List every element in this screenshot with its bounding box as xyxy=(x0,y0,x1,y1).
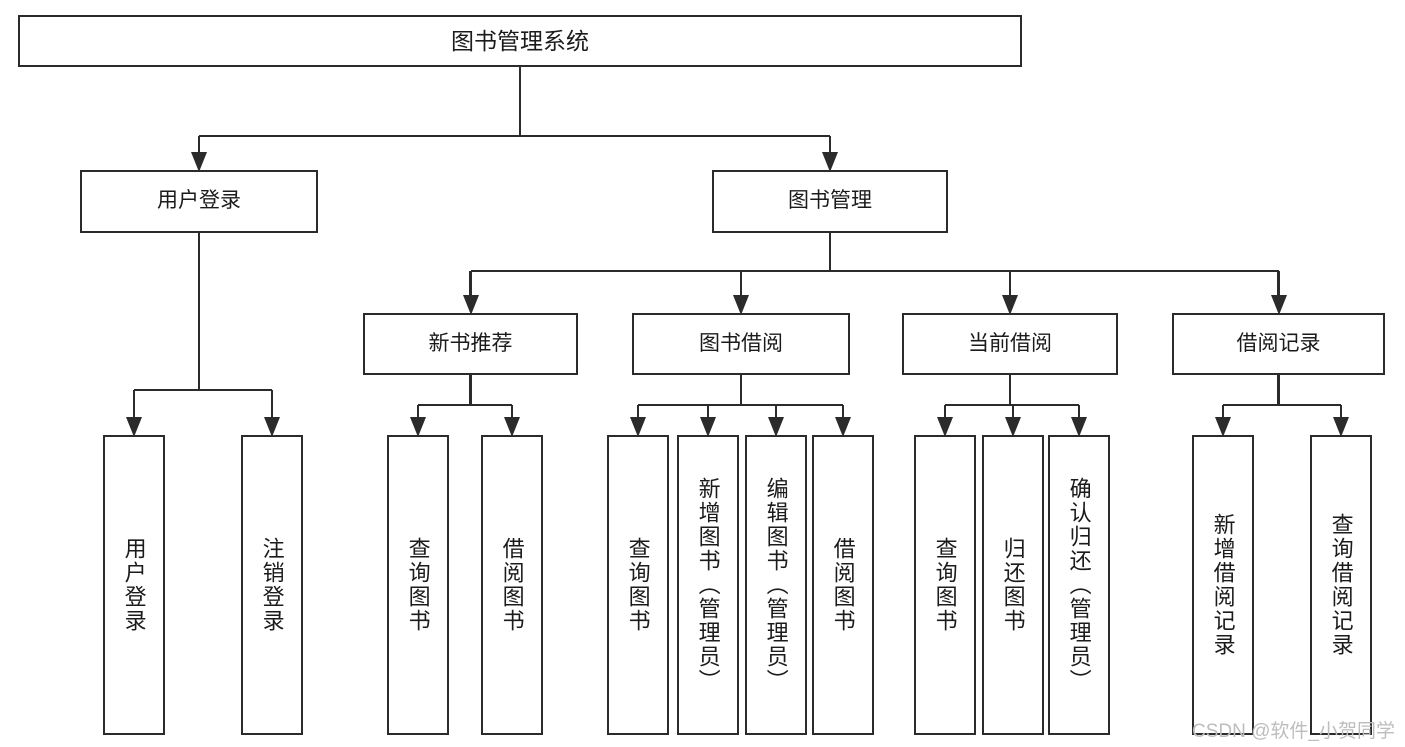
connector-trunk xyxy=(469,375,472,405)
connector-arrowhead xyxy=(264,417,280,437)
connector-bus xyxy=(470,269,1279,273)
connector-arrowhead xyxy=(822,152,838,172)
connector-trunk xyxy=(1008,375,1012,405)
connector-drop xyxy=(841,405,845,417)
connector-drop xyxy=(739,271,743,295)
leaf-edit-book-admin[interactable]: 编辑图书（管理员） xyxy=(745,435,807,735)
leaf-label: 编辑图书（管理员） xyxy=(763,477,789,693)
node-book-manage[interactable]: 图书管理 xyxy=(712,170,948,233)
connector-arrowhead xyxy=(1005,417,1021,437)
connector-arrowhead xyxy=(768,417,784,437)
connector-drop xyxy=(510,405,514,417)
connector-arrowhead xyxy=(504,417,520,437)
connector-arrowhead xyxy=(1270,295,1287,315)
node-current-borrow[interactable]: 当前借阅 xyxy=(902,313,1118,375)
leaf-add-borrow-record[interactable]: 新增借阅记录 xyxy=(1192,435,1254,735)
connector-drop xyxy=(1077,405,1081,417)
connector-drop xyxy=(943,405,947,417)
connector-bus xyxy=(199,134,830,138)
leaf-label: 借阅图书 xyxy=(830,537,856,633)
connector-arrowhead xyxy=(126,417,142,437)
leaf-label: 确认归还（管理员） xyxy=(1066,477,1092,693)
connector-drop xyxy=(1008,271,1012,295)
watermark: CSDN @软件_小贺同学 xyxy=(1192,721,1395,742)
connector-arrowhead xyxy=(835,417,851,437)
connector-arrowhead xyxy=(733,295,749,315)
connector-arrowhead xyxy=(700,417,716,437)
connector-trunk xyxy=(828,233,832,271)
node-user-login[interactable]: 用户登录 xyxy=(80,170,318,233)
connector-drop xyxy=(636,405,640,417)
connector-trunk xyxy=(197,233,201,390)
leaf-confirm-return-admin[interactable]: 确认归还（管理员） xyxy=(1048,435,1110,735)
leaf-label: 新增图书（管理员） xyxy=(695,477,721,693)
connector-arrowhead xyxy=(191,152,207,172)
leaf-user-login[interactable]: 用户登录 xyxy=(103,435,165,735)
leaf-query-book-current[interactable]: 查询图书 xyxy=(914,435,976,735)
connector-drop xyxy=(270,390,274,417)
node-book-borrow[interactable]: 图书借阅 xyxy=(632,313,850,375)
connector-bus xyxy=(638,403,843,407)
connector-bus xyxy=(1223,403,1341,407)
connector-arrowhead xyxy=(1071,417,1087,437)
connector-drop xyxy=(1011,405,1015,417)
connector-bus xyxy=(418,403,512,407)
connector-arrowhead xyxy=(1215,417,1231,437)
connector-drop xyxy=(706,405,710,417)
leaf-label: 查询图书 xyxy=(932,537,958,633)
connector-trunk xyxy=(739,375,743,405)
leaf-query-book-rec[interactable]: 查询图书 xyxy=(387,435,449,735)
connector-drop xyxy=(469,271,472,295)
connector-arrowhead xyxy=(1333,417,1349,437)
connector-drop xyxy=(416,405,420,417)
connector-arrowhead xyxy=(630,417,646,437)
leaf-label: 注销登录 xyxy=(259,537,285,633)
connector-trunk xyxy=(1277,375,1280,405)
connector-drop xyxy=(828,136,832,152)
connector-drop xyxy=(1221,405,1225,417)
node-root-system[interactable]: 图书管理系统 xyxy=(18,15,1022,67)
connector-trunk xyxy=(518,67,522,136)
leaf-query-book-borrow[interactable]: 查询图书 xyxy=(607,435,669,735)
leaf-label: 用户登录 xyxy=(121,537,147,633)
connector-drop xyxy=(132,390,136,417)
leaf-query-borrow-record[interactable]: 查询借阅记录 xyxy=(1310,435,1372,735)
connector-arrowhead xyxy=(410,417,426,437)
leaf-label: 查询借阅记录 xyxy=(1328,513,1354,657)
leaf-borrow-book[interactable]: 借阅图书 xyxy=(812,435,874,735)
connector-arrowhead xyxy=(1002,295,1018,315)
leaf-label: 新增借阅记录 xyxy=(1210,513,1236,657)
leaf-label: 借阅图书 xyxy=(499,537,525,633)
connector-drop xyxy=(1277,271,1280,295)
leaf-label: 查询图书 xyxy=(625,537,651,633)
leaf-borrow-book-rec[interactable]: 借阅图书 xyxy=(481,435,543,735)
leaf-label: 查询图书 xyxy=(405,537,431,633)
node-borrow-record[interactable]: 借阅记录 xyxy=(1172,313,1385,375)
leaf-label: 归还图书 xyxy=(1000,537,1026,633)
connector-drop xyxy=(774,405,778,417)
connector-arrowhead xyxy=(937,417,953,437)
leaf-add-book-admin[interactable]: 新增图书（管理员） xyxy=(677,435,739,735)
node-new-book-recommend[interactable]: 新书推荐 xyxy=(363,313,578,375)
connector-arrowhead xyxy=(462,295,479,315)
connector-drop xyxy=(1339,405,1343,417)
connector-bus xyxy=(134,388,272,392)
connector-drop xyxy=(197,136,201,152)
leaf-logout[interactable]: 注销登录 xyxy=(241,435,303,735)
leaf-return-book[interactable]: 归还图书 xyxy=(982,435,1044,735)
